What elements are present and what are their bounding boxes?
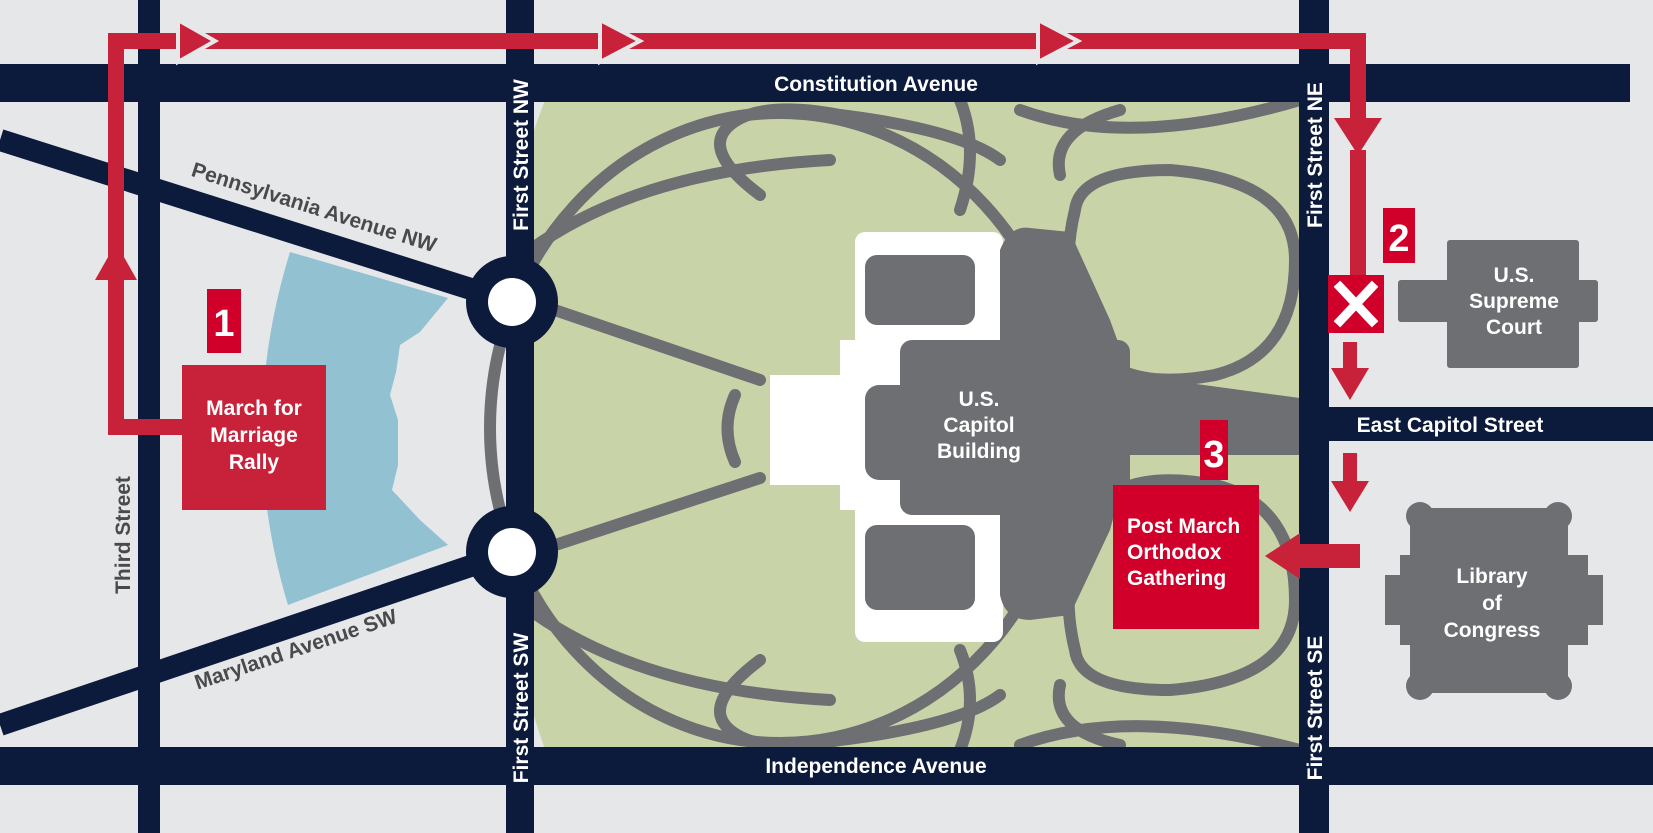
svg-text:March for: March for	[206, 397, 302, 420]
route-arrow-right	[176, 16, 220, 66]
svg-text:Library: Library	[1456, 565, 1528, 588]
marker-number: 3	[1203, 434, 1224, 476]
route-arrow-down	[1331, 368, 1369, 400]
road-first-street-west	[506, 0, 534, 833]
svg-text:of: of	[1482, 592, 1503, 615]
marker-gathering-box	[1113, 485, 1259, 629]
route-arrow-right	[1036, 16, 1083, 66]
supreme-court-building	[1398, 240, 1598, 368]
route-arrow-right	[598, 16, 645, 66]
road-maryland-avenue	[0, 541, 516, 736]
marker-checkpoint[interactable]: 2	[1328, 208, 1415, 333]
label-constitution-avenue: Constitution Avenue	[774, 73, 978, 96]
svg-text:Marriage: Marriage	[210, 424, 298, 447]
svg-text:Building: Building	[937, 440, 1021, 463]
marker-number-badge	[1200, 420, 1228, 480]
road-third-street	[138, 0, 160, 833]
march-route-line	[108, 33, 1366, 435]
marker-rally-box	[182, 365, 326, 510]
march-route	[95, 16, 1382, 579]
marker-number-badge	[1383, 208, 1415, 263]
route-arrow-left	[1265, 533, 1300, 579]
road-first-street-east	[1299, 0, 1329, 833]
svg-text:U.S.: U.S.	[959, 388, 1000, 411]
label-first-street-se: First Street SE	[1304, 636, 1327, 781]
road-independence-avenue	[0, 747, 1653, 785]
label-supreme-court: U.S. Supreme Court	[1469, 264, 1559, 339]
capitol-building	[770, 227, 1300, 642]
label-independence-avenue: Independence Avenue	[765, 755, 986, 778]
svg-text:Court: Court	[1486, 316, 1542, 339]
marker-number: 2	[1388, 218, 1409, 260]
marker-gathering[interactable]: 3 Post March Orthodox Gathering	[1113, 420, 1259, 629]
marker-number-badge	[207, 289, 241, 353]
road-east-capitol-street	[1300, 407, 1653, 441]
marker-number: 1	[213, 303, 234, 345]
route-arrow-down	[1331, 481, 1369, 512]
library-of-congress-building	[1385, 502, 1603, 700]
x-icon	[1333, 280, 1379, 328]
label-third-street: Third Street	[112, 476, 135, 594]
svg-text:Post March: Post March	[1127, 515, 1240, 538]
svg-text:Supreme: Supreme	[1469, 290, 1559, 313]
reflecting-pool	[261, 252, 448, 605]
svg-text:Rally: Rally	[229, 451, 280, 474]
route-arrow-down	[1334, 118, 1382, 155]
traffic-circles	[466, 256, 558, 598]
route-arrow-up	[95, 243, 137, 280]
label-first-street-nw: First Street NW	[510, 79, 533, 231]
road-pennsylvania-avenue	[0, 129, 516, 313]
svg-text:Congress: Congress	[1444, 619, 1541, 642]
label-capitol-building: U.S. Capitol Building	[937, 388, 1021, 463]
label-first-street-sw: First Street SW	[510, 633, 533, 784]
label-east-capitol-street: East Capitol Street	[1357, 414, 1544, 437]
label-library-of-congress: Library of Congress	[1444, 565, 1541, 642]
svg-text:Capitol: Capitol	[943, 414, 1014, 437]
svg-text:Orthodox: Orthodox	[1127, 541, 1222, 564]
marker-rally[interactable]: 1 March for Marriage Rally	[182, 289, 326, 510]
svg-text:U.S.: U.S.	[1494, 264, 1535, 287]
svg-text:Gathering: Gathering	[1127, 567, 1226, 590]
label-first-street-ne: First Street NE	[1304, 82, 1327, 228]
